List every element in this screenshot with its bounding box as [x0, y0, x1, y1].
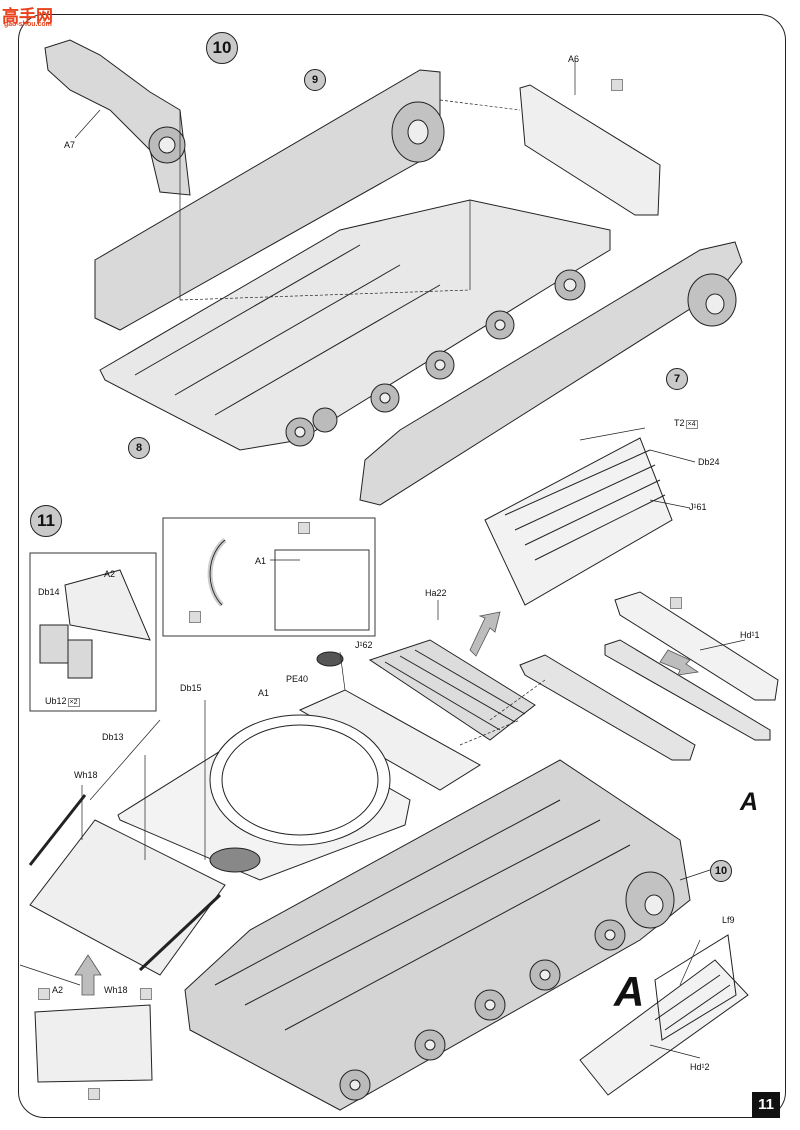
label-ub12-text: Ub12 [45, 696, 67, 706]
label-hd12: Hd¹2 [690, 1062, 710, 1072]
part-9-side-plate [94, 69, 441, 331]
part-a-frame [519, 654, 696, 761]
label-ub12-qty: ×2 [67, 698, 80, 707]
part-hd12-tray [579, 959, 749, 1096]
label-a2-top: A2 [104, 569, 116, 579]
label-db14: Db14 [38, 587, 60, 597]
inset-a1-box [162, 517, 376, 637]
label-wh18-bottom: Wh18 [104, 985, 128, 995]
watermark-logo: 高手网 gao-shou.com [2, 2, 74, 32]
assembly-arrow-hd11 [659, 649, 700, 676]
watermark-url: gao-shou.com [4, 21, 52, 28]
part-a2-rear-panel [34, 1004, 153, 1083]
part-j62-engine-deck [368, 639, 536, 741]
cut-badge-icon [189, 611, 201, 623]
part-a6-bulkhead [519, 84, 661, 216]
part-ub12-block-2 [67, 639, 93, 679]
page-number: 11 [752, 1092, 780, 1118]
callout-8: 8 [128, 437, 150, 459]
callout-10: 10 [710, 860, 732, 882]
label-wh18-top: Wh18 [74, 770, 98, 780]
label-t2-qty: ×4 [685, 420, 698, 429]
subassembly-a-big-mark: A [614, 968, 645, 1015]
part-a1-hatch [209, 847, 261, 873]
label-a2-bottom: A2 [52, 985, 64, 995]
part-hd11-strip [604, 639, 771, 741]
part-7-side-plate [359, 241, 743, 506]
cut-badge-icon [38, 988, 50, 1000]
subassembly-a-mark: A [740, 788, 759, 816]
part-j61-rack [484, 437, 673, 606]
part-hd11-rail [614, 591, 779, 701]
cut-badge-icon [88, 1088, 100, 1100]
label-db13: Db13 [102, 732, 124, 742]
cut-badge-icon [140, 988, 152, 1000]
part-wh18-rod-bottom [138, 893, 222, 972]
part-pe40-disc [316, 651, 344, 667]
label-t2-text: T2 [674, 418, 685, 428]
label-pe40: PE40 [286, 674, 309, 684]
cut-badge-icon [611, 79, 623, 91]
part-main-hull [184, 759, 691, 1111]
assembly-arrow-rear-plate [74, 954, 102, 996]
part-ub12-block-1 [39, 624, 69, 664]
part-8-hull-floor [99, 199, 611, 451]
assembly-arrow-engine-deck [469, 611, 501, 657]
label-t2: T2×4 [674, 418, 698, 429]
step-10-number: 10 [206, 32, 238, 64]
watermark-chinese: 高手网 [2, 7, 53, 26]
part-wh18-rod-top [28, 794, 87, 866]
label-j62: J¹62 [355, 640, 373, 650]
part-a2-inset-plate [64, 569, 151, 641]
glue-badge-icon [298, 522, 310, 534]
label-j61: J¹61 [689, 502, 707, 512]
label-db24: Db24 [698, 457, 720, 467]
label-a7: A7 [64, 140, 76, 150]
label-lf9: Lf9 [722, 915, 735, 925]
label-ub12: Ub12×2 [45, 696, 80, 707]
inset-db14-box [29, 552, 157, 712]
part-lf9-frame [654, 934, 737, 1041]
label-a6: A6 [568, 54, 580, 64]
step-11-number: 11 [30, 505, 62, 537]
label-hd11: Hd¹1 [740, 630, 760, 640]
label-a1-top: A1 [255, 556, 267, 566]
callout-9: 9 [304, 69, 326, 91]
cut-badge-icon [670, 597, 682, 609]
part-pe40-plate [298, 689, 481, 791]
part-a7-rear-plate [44, 39, 191, 196]
label-ha22: Ha22 [425, 588, 447, 598]
label-a1: A1 [258, 688, 270, 698]
label-db15: Db15 [180, 683, 202, 693]
callout-7: 7 [666, 368, 688, 390]
